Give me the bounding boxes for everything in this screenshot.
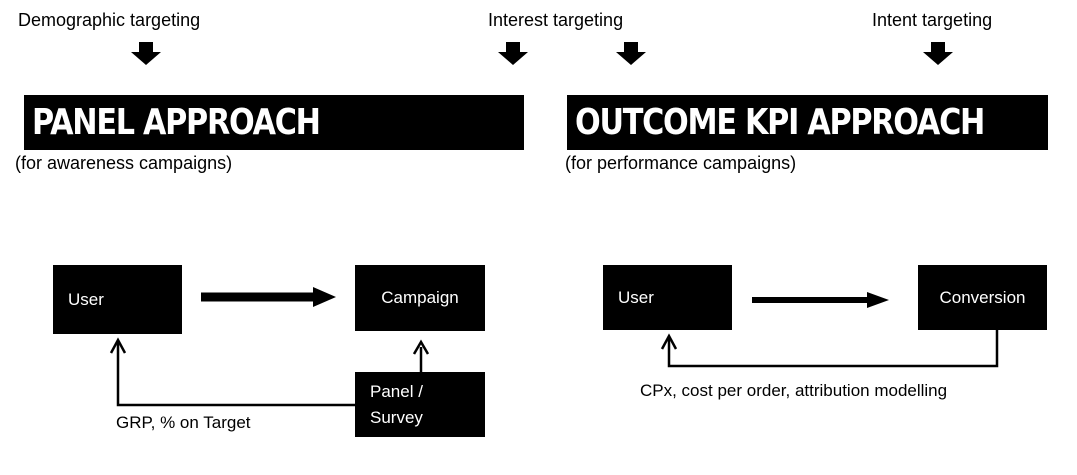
interest-targeting-label: Interest targeting — [488, 10, 624, 30]
campaign-box: Campaign — [355, 265, 485, 331]
panel-survey-box: Panel / Survey — [355, 372, 485, 437]
outcome-kpi-approach-subtitle: (for performance campaigns) — [565, 153, 797, 173]
panel-approach-banner: PANEL APPROACH — [24, 95, 524, 150]
outcome-feedback-caption: CPx, cost per order, attribution modelli… — [640, 381, 948, 400]
intent-targeting-label: Intent targeting — [872, 10, 993, 30]
panel-approach-title: PANEL APPROACH — [32, 102, 321, 143]
panel-survey-label-line2: Survey — [370, 407, 423, 427]
conversion-box: Conversion — [918, 265, 1047, 330]
down-arrow-icon — [616, 42, 646, 65]
panel-approach-subtitle: (for awareness campaigns) — [15, 153, 233, 173]
user-to-campaign-arrow — [201, 287, 336, 307]
panel-user-box: User — [53, 265, 182, 334]
outcome-kpi-approach-title: OUTCOME KPI APPROACH — [575, 102, 985, 143]
campaign-label: Campaign — [381, 288, 459, 307]
user-to-conversion-arrow — [752, 292, 889, 308]
outcome-user-box: User — [603, 265, 732, 330]
survey-to-user-feedback-arrow — [109, 337, 355, 407]
outcome-user-label: User — [618, 287, 654, 307]
panel-user-label: User — [68, 289, 104, 309]
survey-to-campaign-arrow — [412, 339, 430, 372]
conversion-to-user-feedback-arrow — [660, 330, 999, 368]
panel-feedback-caption: GRP, % on Target — [116, 413, 251, 432]
down-arrow-icon — [131, 42, 161, 65]
down-arrow-icon — [498, 42, 528, 65]
outcome-kpi-approach-banner: OUTCOME KPI APPROACH — [567, 95, 1048, 150]
conversion-label: Conversion — [939, 287, 1026, 307]
demographic-targeting-label: Demographic targeting — [18, 10, 201, 30]
panel-survey-label-line1: Panel / — [370, 381, 423, 401]
down-arrow-icon — [923, 42, 953, 65]
